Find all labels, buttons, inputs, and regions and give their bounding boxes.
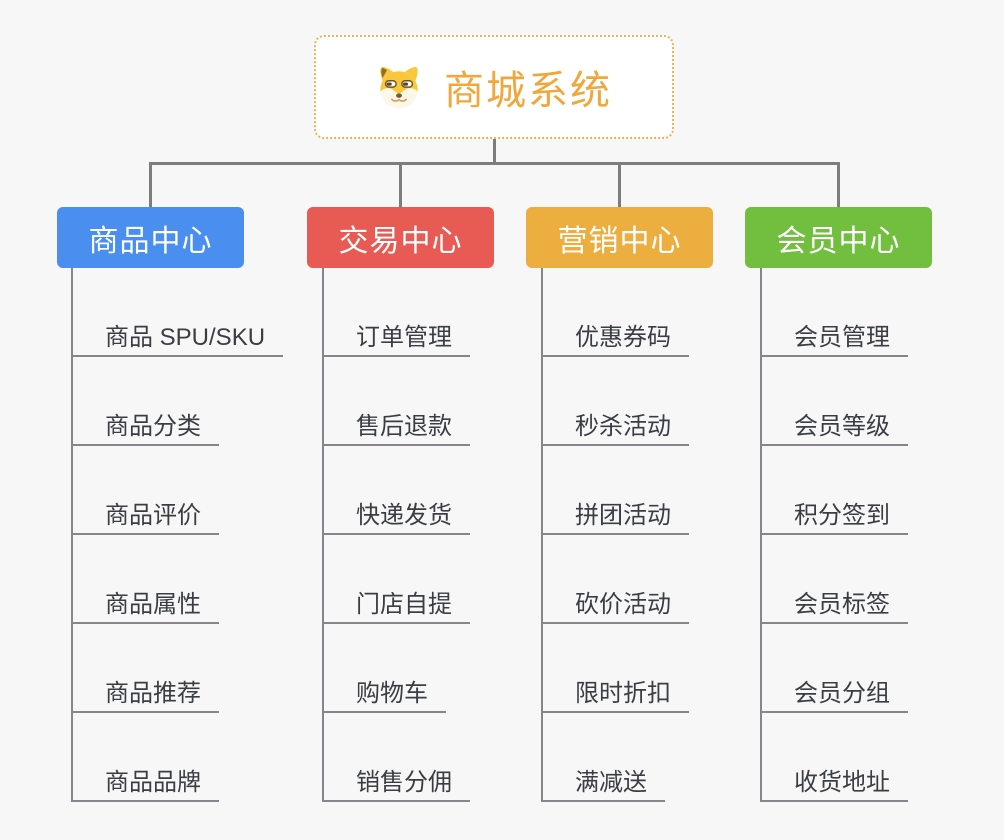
connector-drop — [618, 162, 621, 208]
connector-root-stem — [493, 139, 496, 165]
branch-topic-product-center[interactable]: 商品中心 — [57, 207, 244, 268]
shiba-dog-icon — [376, 64, 422, 110]
leaf-topic[interactable]: 商品品牌 — [71, 764, 219, 802]
leaf-topic[interactable]: 商品评价 — [71, 497, 219, 535]
leaf-topic[interactable]: 快递发货 — [322, 497, 470, 535]
connector-bus — [149, 162, 840, 165]
connector-drop — [837, 162, 840, 208]
branch-topic-member-center[interactable]: 会员中心 — [745, 207, 932, 268]
leaf-topic[interactable]: 会员分组 — [760, 675, 908, 713]
connector-drop — [149, 162, 152, 208]
leaf-topic[interactable]: 满减送 — [541, 764, 665, 802]
leaf-topic[interactable]: 商品 SPU/SKU — [71, 319, 284, 357]
leaf-topic[interactable]: 订单管理 — [322, 319, 470, 357]
leaf-topic[interactable]: 售后退款 — [322, 408, 470, 446]
root-topic-label: 商城系统 — [444, 69, 612, 113]
leaf-topic[interactable]: 商品推荐 — [71, 675, 219, 713]
leaf-topic[interactable]: 销售分佣 — [322, 764, 470, 802]
connector-drop — [399, 162, 402, 208]
root-topic[interactable]: 商城系统 — [314, 35, 674, 139]
connector-rail — [71, 268, 73, 802]
connector-rail — [760, 268, 762, 802]
branch-topic-marketing-center[interactable]: 营销中心 — [526, 207, 713, 268]
leaf-topic[interactable]: 商品分类 — [71, 408, 219, 446]
leaf-topic[interactable]: 秒杀活动 — [541, 408, 689, 446]
leaf-topic[interactable]: 购物车 — [322, 675, 446, 713]
leaf-topic[interactable]: 收货地址 — [760, 764, 908, 802]
leaf-topic[interactable]: 商品属性 — [71, 586, 219, 624]
leaf-topic[interactable]: 拼团活动 — [541, 497, 689, 535]
connector-rail — [322, 268, 324, 802]
leaf-topic[interactable]: 积分签到 — [760, 497, 908, 535]
leaf-topic[interactable]: 会员标签 — [760, 586, 908, 624]
branch-topic-trade-center[interactable]: 交易中心 — [307, 207, 494, 268]
leaf-topic[interactable]: 限时折扣 — [541, 675, 689, 713]
leaf-topic[interactable]: 会员等级 — [760, 408, 908, 446]
connector-rail — [541, 268, 543, 802]
leaf-topic[interactable]: 门店自提 — [322, 586, 470, 624]
leaf-topic[interactable]: 砍价活动 — [541, 586, 689, 624]
leaf-topic[interactable]: 会员管理 — [760, 319, 908, 357]
leaf-topic[interactable]: 优惠券码 — [541, 319, 689, 357]
